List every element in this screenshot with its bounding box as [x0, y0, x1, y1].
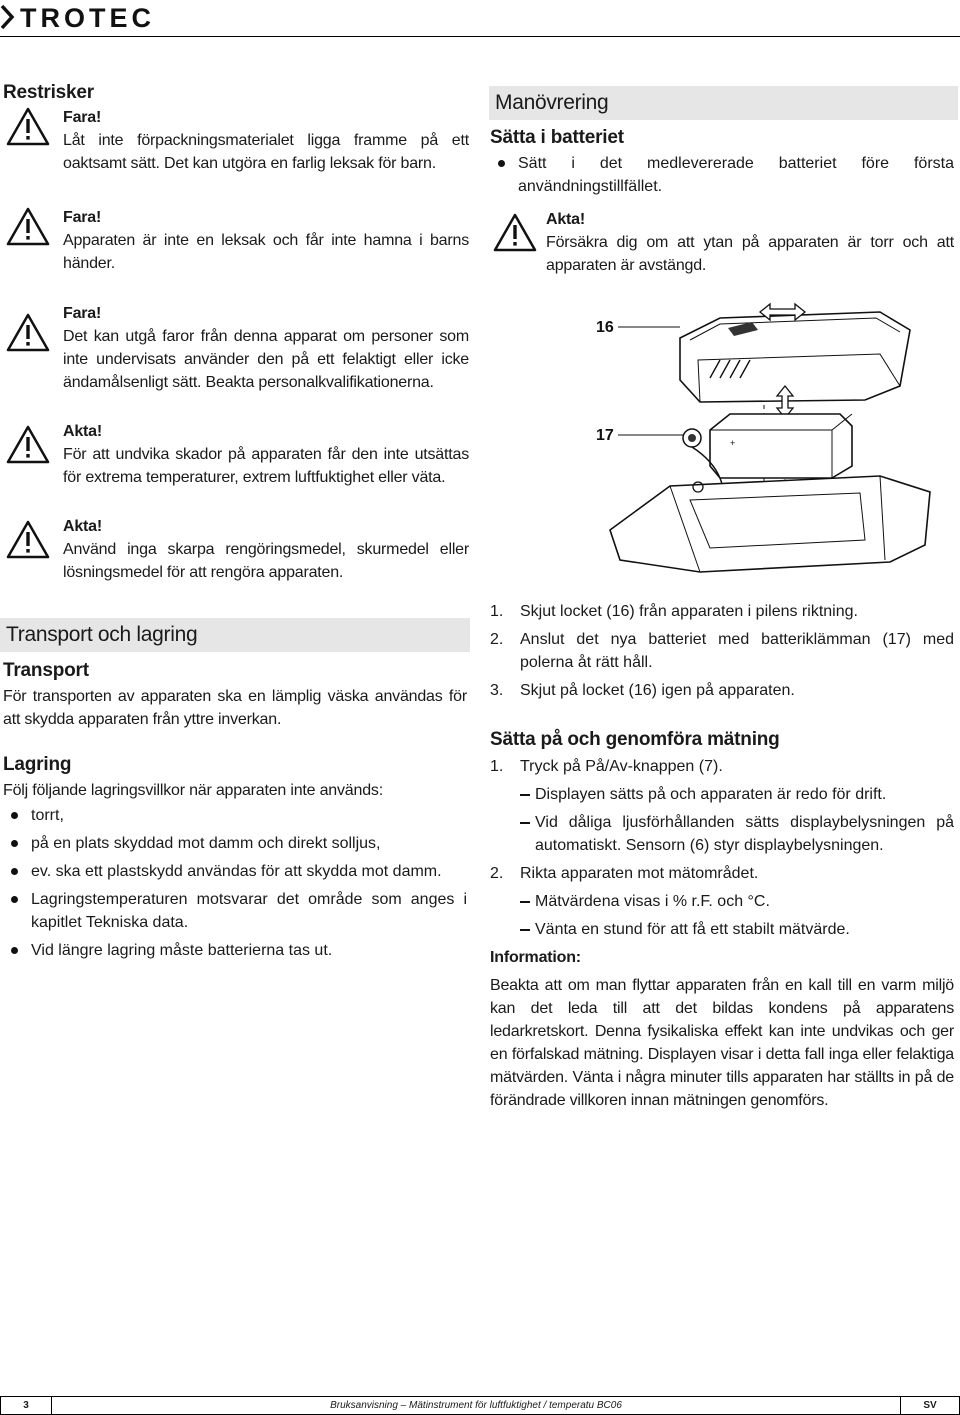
step-text: Anslut det nya batteriet med batterikläm…: [520, 631, 954, 671]
warning-block-4: Akta! För att undvika skador på apparate…: [6, 420, 469, 492]
section-heading-manovrering: Manövrering: [489, 86, 958, 120]
warning-line: händer.: [63, 255, 115, 272]
footer-title: Bruksanvisning – Mätinstrument för luftf…: [51, 1396, 901, 1415]
step-number: 3.: [490, 682, 504, 699]
info-text: Beakta att om man flyttar apparaten från…: [490, 977, 954, 1109]
list-item: 2. Rikta apparaten mot mätområdet.: [490, 862, 954, 885]
battery-section: Sätta i batteriet Sätt i det medleverera…: [490, 127, 954, 198]
warning-block-3: Fara! Det kan utgå faror från denna appa…: [6, 302, 469, 397]
sub-item: Vänta en stund för att få ett stabilt mä…: [490, 918, 954, 941]
brand-name: TROTEC: [20, 3, 155, 33]
warning-label: Akta!: [546, 211, 586, 228]
measure-steps-2: 2. Rikta apparaten mot mätområdet.: [490, 862, 954, 885]
steps-section: 1. Skjut locket (16) från apparaten i pil…: [490, 600, 954, 1112]
battery-list: Sätt i det medlevererade batteriet före …: [490, 152, 954, 198]
list-item: 2. Anslut det nya batteriet med batterikl…: [490, 628, 954, 674]
step-text: Skjut locket (16) från apparaten i pilen…: [520, 603, 858, 620]
warning-label: Akta!: [63, 518, 103, 535]
lagring-list: torrt, på en plats skyddad mot damm och …: [3, 804, 467, 962]
header-rule: [0, 36, 960, 37]
step-text: Skjut på locket (16) igen på apparaten.: [520, 682, 795, 699]
page-footer: 3 Bruksanvisning – Mätinstrument för luf…: [0, 1396, 960, 1415]
warning-block-2: Fara! Apparaten är inte en leksak och få…: [6, 206, 469, 281]
warning-block-5: Akta! Använd inga skarpa rengöringsmedel…: [6, 515, 469, 587]
label-16: 16: [596, 319, 614, 336]
sub-item: Vid dåliga ljusförhållanden sätts displa…: [490, 811, 954, 857]
battery-heading: Sätta i batteriet: [490, 127, 624, 148]
warning-line: Låt inte förpackningsmaterialet ligga fr…: [63, 132, 469, 149]
warning-icon: [6, 520, 50, 559]
step-text: Tryck på På/Av-knappen (7).: [520, 758, 723, 775]
sub-item: Mätvärdena visas i % r.F. och °C.: [490, 890, 954, 913]
measure-heading: Sätta på och genomföra mätning: [490, 729, 780, 750]
warning-line: apparaten är avstängd.: [546, 257, 707, 274]
section-heading-transport: Transport och lagring: [0, 618, 470, 652]
warning-icon: [6, 313, 50, 352]
warning-icon: [6, 425, 50, 464]
warning-line: För att undvika skador på apparaten får …: [63, 446, 469, 463]
transport-section: Transport För transporten av apparaten s…: [3, 660, 467, 967]
trotec-logo: TROTEC: [0, 0, 220, 34]
battery-steps: 1. Skjut locket (16) från apparaten i pil…: [490, 600, 954, 702]
transport-text: För transporten av apparaten ska en lämp…: [3, 688, 467, 728]
warning-line: för extrema temperaturer, extrem luftfuk…: [63, 469, 446, 486]
list-item: 3. Skjut på locket (16) igen på apparaten…: [490, 679, 954, 702]
info-heading: Information:: [490, 949, 581, 966]
sub-item: Displayen sätts på och apparaten är redo…: [490, 783, 954, 806]
list-item: Vid längre lagring måste batterierna tas…: [3, 939, 467, 962]
warning-line: lösningsmedel för att rengöra apparaten.: [63, 564, 344, 581]
list-item: 1. Skjut locket (16) från apparaten i pil…: [490, 600, 954, 623]
transport-heading: Transport: [3, 660, 89, 681]
lagring-heading: Lagring: [3, 754, 72, 775]
lagring-intro: Följ följande lagringsvillkor när appara…: [3, 782, 383, 799]
warning-line: Använd inga skarpa rengöringsmedel, skur…: [63, 541, 469, 558]
warning-icon: [493, 213, 537, 252]
warning-label: Fara!: [63, 305, 102, 322]
page-number: 3: [0, 1396, 52, 1415]
warning-line: Försäkra dig om att ytan på apparaten är…: [546, 234, 954, 251]
step-number: 2.: [490, 865, 504, 882]
warning-line: oaktsamt sätt. Det kan utgöra en farlig …: [63, 155, 436, 172]
warning-line: ändamålsenligt sätt. Beakta personalkval…: [63, 374, 434, 391]
list-item: 1. Tryck på På/Av-knappen (7).: [490, 755, 954, 778]
warning-label: Fara!: [63, 209, 102, 226]
list-item: ev. ska ett plastskydd användas för att …: [3, 860, 467, 883]
step-number: 1.: [490, 758, 504, 775]
warning-label: Akta!: [63, 423, 103, 440]
warning-line: Apparaten är inte en leksak och får inte…: [63, 232, 469, 249]
step-text: Rikta apparaten mot mätområdet.: [520, 865, 759, 882]
label-17: 17: [596, 427, 614, 444]
list-item: på en plats skyddad mot damm och direkt …: [3, 832, 467, 855]
measure-steps: 1. Tryck på På/Av-knappen (7).: [490, 755, 954, 778]
warning-block-1: Fara! Låt inte förpackningsmaterialet li…: [6, 106, 469, 186]
battery-figure: 16 17 +: [580, 290, 960, 590]
warning-label: Fara!: [63, 109, 102, 126]
restrisker-heading: Restrisker: [3, 82, 94, 103]
step-number: 1.: [490, 603, 504, 620]
warning-block-right: Akta! Försäkra dig om att ytan på appara…: [493, 208, 955, 280]
warning-line: inte undervisats använder den på ett fel…: [63, 351, 469, 368]
list-item: Lagringstemperaturen motsvarar det områd…: [3, 888, 467, 934]
warning-line: Det kan utgå faror från denna apparat om…: [63, 328, 469, 345]
list-item: torrt,: [3, 804, 467, 827]
svg-text:+: +: [730, 438, 735, 448]
list-item: Sätt i det medlevererade batteriet före …: [490, 152, 954, 198]
warning-icon: [6, 207, 50, 246]
warning-icon: [6, 107, 50, 146]
left-column: Restrisker: [3, 82, 469, 104]
step-number: 2.: [490, 631, 504, 648]
footer-language: SV: [900, 1396, 960, 1415]
